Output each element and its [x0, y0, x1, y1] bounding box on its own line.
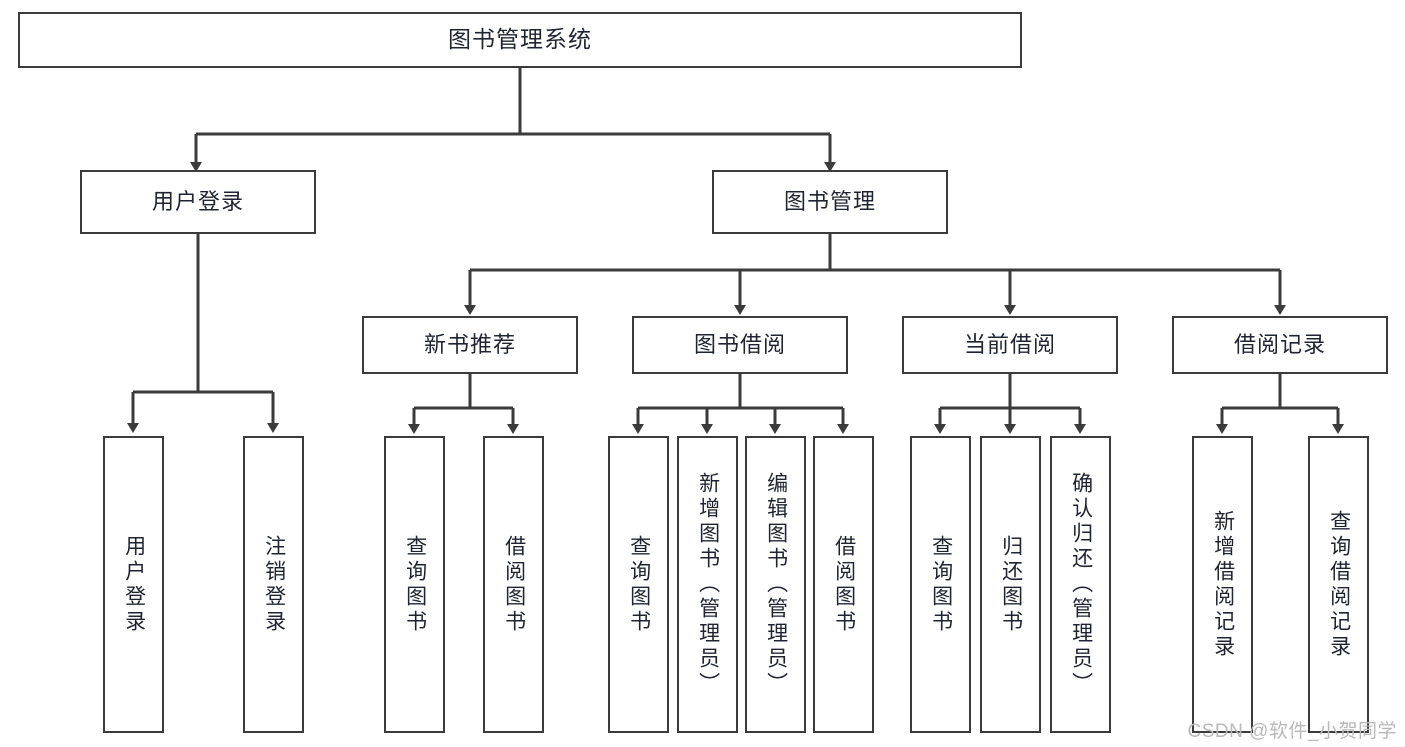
node-root-book-management-system[interactable]: 图书管理系统 — [18, 12, 1022, 68]
node-label: 新增借阅记录 — [1211, 509, 1235, 660]
leaf-logout[interactable]: 注销登录 — [243, 436, 304, 733]
node-label: 当前借阅 — [963, 331, 1056, 357]
node-label: 确认归还（管理员） — [1069, 472, 1093, 697]
leaf-add-book-admin[interactable]: 新增图书（管理员） — [677, 436, 738, 733]
node-current-borrowing[interactable]: 当前借阅 — [902, 316, 1118, 374]
node-label: 图书管理系统 — [448, 26, 592, 53]
node-new-book-recommendation[interactable]: 新书推荐 — [362, 316, 578, 374]
node-label: 新增图书（管理员） — [696, 472, 720, 697]
node-label: 归还图书 — [999, 534, 1023, 635]
node-user-login[interactable]: 用户登录 — [80, 170, 316, 234]
node-label: 编辑图书（管理员） — [764, 472, 788, 697]
node-label: 用户登录 — [151, 188, 244, 214]
leaf-query-books-current[interactable]: 查询图书 — [910, 436, 971, 733]
node-label: 借阅图书 — [502, 534, 526, 635]
node-label: 查询图书 — [627, 534, 651, 635]
node-label: 查询图书 — [929, 534, 953, 635]
watermark: CSDN @软件_小贺同学 — [1187, 721, 1397, 742]
leaf-borrow-books-newbook[interactable]: 借阅图书 — [483, 436, 544, 733]
leaf-query-borrow-record[interactable]: 查询借阅记录 — [1308, 436, 1369, 733]
leaf-query-books-borrow[interactable]: 查询图书 — [608, 436, 669, 733]
node-book-borrowing[interactable]: 图书借阅 — [632, 316, 848, 374]
node-label: 借阅图书 — [832, 534, 856, 635]
leaf-add-borrow-record[interactable]: 新增借阅记录 — [1192, 436, 1253, 733]
node-label: 注销登录 — [262, 534, 286, 635]
node-borrowing-records[interactable]: 借阅记录 — [1172, 316, 1388, 374]
node-book-management[interactable]: 图书管理 — [712, 170, 948, 234]
node-label: 用户登录 — [122, 534, 146, 635]
node-label: 借阅记录 — [1233, 331, 1326, 357]
leaf-return-books[interactable]: 归还图书 — [980, 436, 1041, 733]
leaf-query-books-newbook[interactable]: 查询图书 — [384, 436, 445, 733]
node-label: 查询图书 — [403, 534, 427, 635]
node-label: 图书管理 — [783, 188, 876, 214]
leaf-confirm-return-admin[interactable]: 确认归还（管理员） — [1050, 436, 1111, 733]
leaf-user-login[interactable]: 用户登录 — [103, 436, 164, 733]
node-label: 新书推荐 — [423, 331, 516, 357]
leaf-edit-book-admin[interactable]: 编辑图书（管理员） — [745, 436, 806, 733]
leaf-borrow-books-borrow[interactable]: 借阅图书 — [813, 436, 874, 733]
node-label: 图书借阅 — [693, 331, 786, 357]
node-label: 查询借阅记录 — [1327, 509, 1351, 660]
